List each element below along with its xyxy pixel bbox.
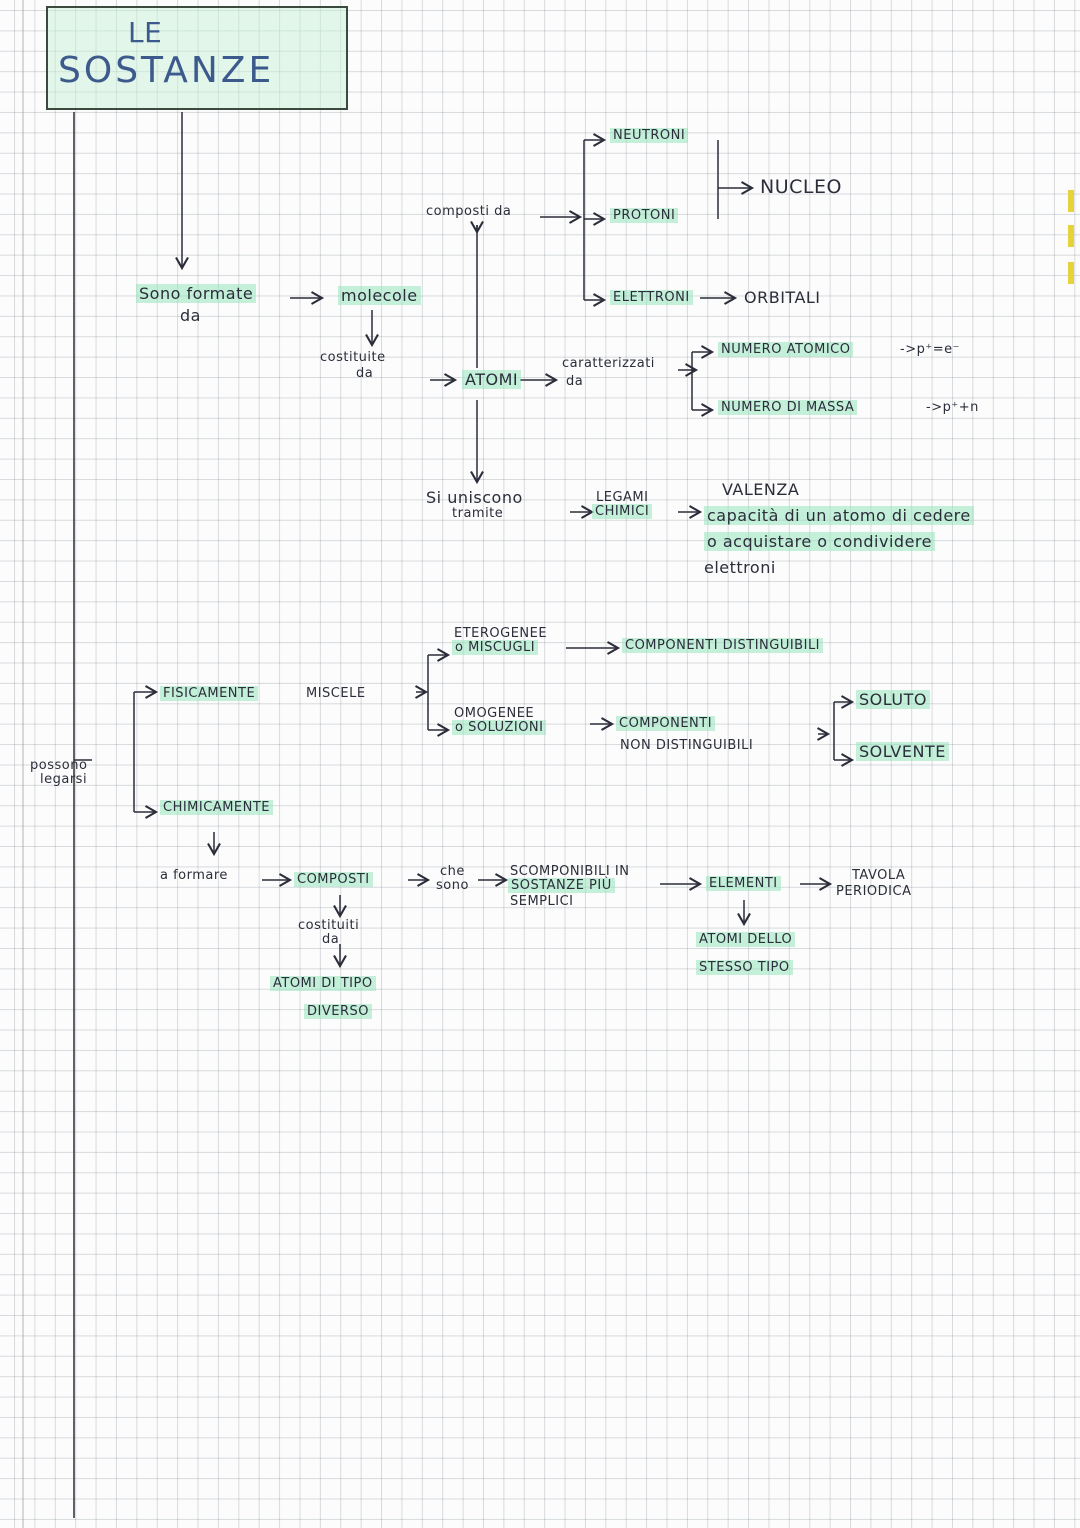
node-sono-formate: Sono formate	[136, 284, 257, 303]
valenza-definition-2: o acquistare o condividere	[704, 532, 935, 551]
node-da: da	[322, 932, 340, 947]
node-protoni: PROTONI	[610, 208, 679, 223]
node-sostanze-piu: SOSTANZE PIÙ	[508, 878, 615, 893]
node-neutroni: NEUTRONI	[610, 128, 689, 143]
node-fisicamente: FISICAMENTE	[160, 686, 259, 701]
formula-massa: ->p⁺+n	[926, 400, 979, 415]
valenza-definition-1: capacità di un atomo di cedere	[704, 506, 974, 525]
node-scomponibili-in: SCOMPONIBILI IN	[510, 864, 630, 879]
node-non-distinguibili: NON DISTINGUIBILI	[620, 738, 754, 753]
node-elementi: ELEMENTI	[706, 876, 781, 891]
node-atomi-dello: ATOMI DELLO	[696, 932, 796, 947]
node-legami: LEGAMI	[596, 490, 649, 505]
node-caratterizzati: caratterizzati	[562, 356, 655, 371]
valenza-definition-3: elettroni	[704, 558, 776, 577]
node-solvente: SOLVENTE	[856, 742, 949, 761]
node-componenti: COMPONENTI	[616, 716, 716, 731]
title-line-2: SOSTANZE	[58, 50, 275, 91]
node-che: che	[440, 864, 465, 879]
edge-tab	[1068, 225, 1074, 247]
node-molecole: molecole	[338, 286, 421, 305]
margin-line	[22, 0, 24, 1528]
node-numero-massa: NUMERO DI MASSA	[718, 400, 858, 415]
node-eterogenee: ETEROGENEE	[454, 626, 548, 641]
node-nucleo: NUCLEO	[760, 176, 842, 198]
node-chimicamente: CHIMICAMENTE	[160, 800, 274, 815]
node-o-soluzioni: o SOLUZIONI	[452, 720, 547, 735]
node-tramite: tramite	[452, 506, 504, 521]
title-box: LE SOSTANZE	[46, 6, 348, 110]
node-o-miscugli: o MISCUGLI	[452, 640, 539, 655]
node-da: da	[356, 366, 374, 381]
node-periodica: PERIODICA	[836, 884, 912, 899]
node-numero-atomico: NUMERO ATOMICO	[718, 342, 854, 357]
node-stesso-tipo: STESSO TIPO	[696, 960, 793, 975]
node-atomi-di-tipo: ATOMI DI TIPO	[270, 976, 376, 991]
node-componenti-distinguibili: COMPONENTI DISTINGUIBILI	[622, 638, 824, 653]
formula-atomico: ->p⁺=e⁻	[900, 342, 960, 357]
node-orbitali: ORBITALI	[744, 288, 821, 307]
node-costituiti: costituiti	[298, 918, 360, 933]
node-si-uniscono: Si uniscono	[426, 488, 523, 507]
node-costituite: costituite	[320, 350, 386, 365]
node-composti-da: composti da	[426, 204, 512, 219]
node-atomi: ATOMI	[462, 370, 522, 389]
title-line-1: LE	[128, 16, 163, 49]
node-da: da	[180, 306, 201, 325]
node-chimici: CHIMICI	[592, 504, 653, 519]
node-valenza: VALENZA	[722, 480, 800, 499]
edge-tab	[1068, 190, 1074, 212]
node-da: da	[566, 374, 584, 389]
node-sono: sono	[436, 878, 469, 893]
node-soluto: SOLUTO	[856, 690, 930, 709]
edge-tab	[1068, 262, 1074, 284]
node-a-formare: a formare	[160, 868, 228, 883]
node-possono: possono	[30, 758, 88, 773]
node-miscele: MISCELE	[306, 686, 366, 701]
node-composti: COMPOSTI	[294, 872, 373, 887]
node-omogenee: OMOGENEE	[454, 706, 535, 721]
node-diverso: DIVERSO	[304, 1004, 372, 1019]
node-elettroni: ELETTRONI	[610, 290, 693, 305]
node-semplici: SEMPLICI	[510, 894, 574, 909]
node-tavola: TAVOLA	[852, 868, 906, 883]
node-legarsi: legarsi	[40, 772, 88, 787]
